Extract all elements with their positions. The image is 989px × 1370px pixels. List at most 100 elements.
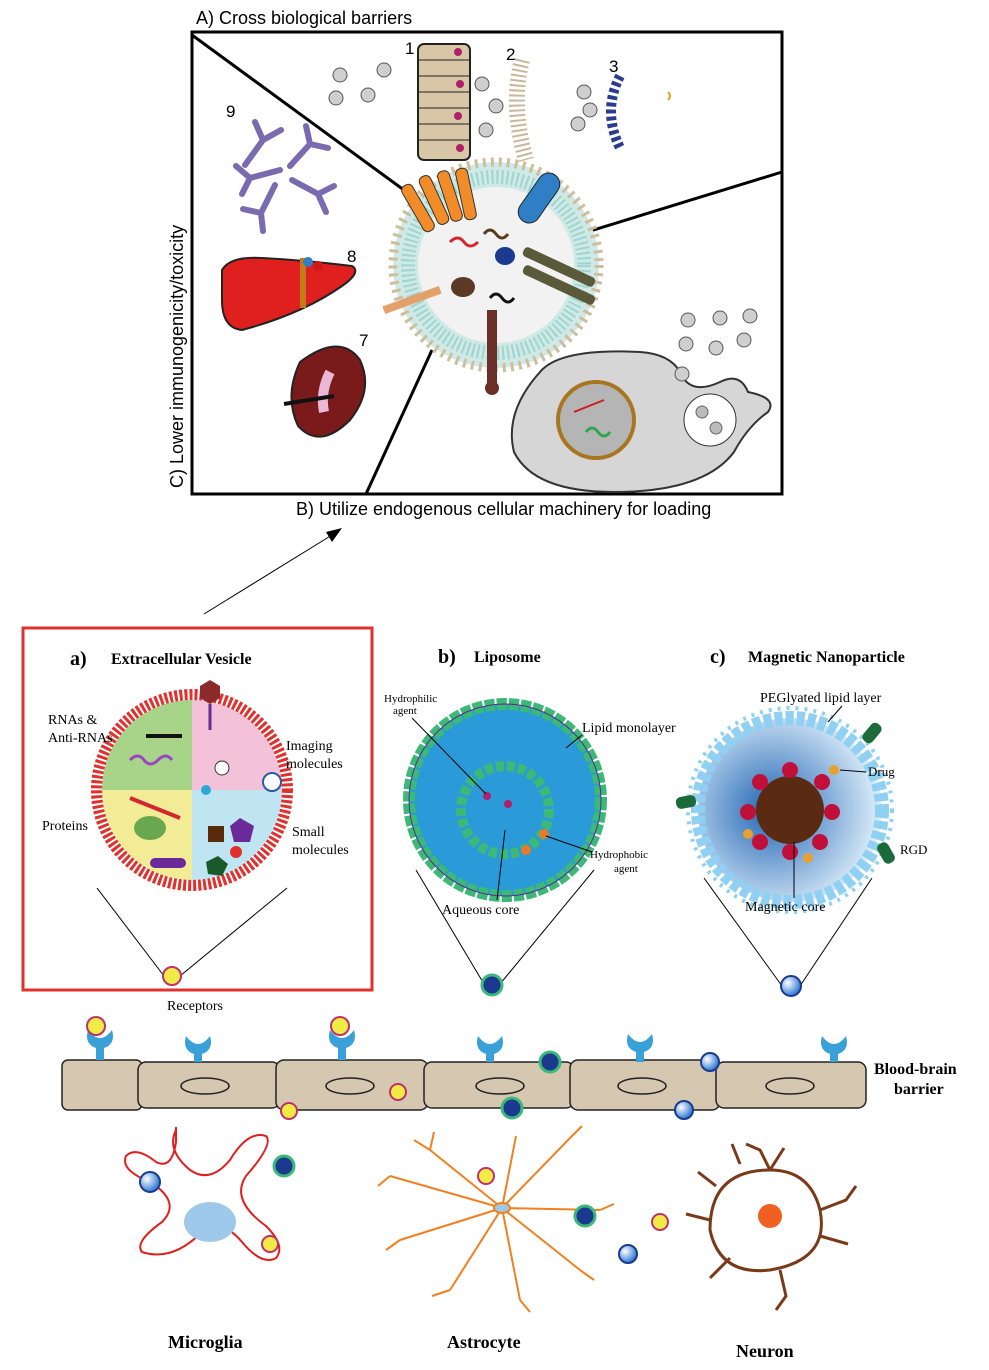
astrocyte-cell	[377, 1125, 615, 1313]
bbb-ev-particles	[86, 1016, 407, 1120]
rna-cargo-black	[488, 292, 516, 304]
ev-small-molecule-purple	[230, 818, 254, 842]
ev-particle-small	[162, 966, 182, 986]
ev-illustration	[91, 680, 293, 891]
zoom-line-c-right	[799, 877, 873, 987]
bbb-liposome-particle-2	[500, 1096, 524, 1120]
antibodies	[233, 119, 337, 234]
zoom-line-a-right	[179, 887, 288, 977]
bbb-receptors	[87, 1030, 847, 1062]
liposome-hydrophilic-cargo	[483, 792, 512, 808]
label-proteins: Proteins	[42, 819, 88, 834]
ev-protein-green	[134, 816, 166, 840]
zoom-line-a-left	[96, 887, 165, 977]
ev-surface-ligand	[200, 680, 220, 704]
label-magnetic-core: Magnetic core	[745, 900, 825, 915]
number-3: 3	[609, 57, 618, 76]
label-rgd: RGD	[900, 842, 927, 857]
label-drug: Drug	[868, 764, 895, 779]
membrane-ligand	[382, 285, 442, 315]
astrocyte-nearby-liposome	[573, 1204, 597, 1228]
label-cross-barriers: A) Cross biological barriers	[196, 8, 412, 28]
bbb-liposome-particle-1	[538, 1050, 562, 1074]
ev-small-molecule-brown	[208, 826, 224, 842]
label-receptors: Receptors	[167, 999, 223, 1014]
number-9: 9	[226, 102, 235, 121]
astrocyte-nearby-ev	[477, 1167, 495, 1185]
membrane-protein-blue	[517, 172, 561, 224]
label-bbb-1: Blood-brain	[874, 1061, 957, 1078]
epithelial-layer	[417, 43, 471, 161]
microglia-nearby-liposome	[272, 1154, 296, 1178]
bbb-mnp-particle-2	[674, 1100, 694, 1120]
ev-imaging-bead	[214, 760, 230, 776]
rna-cargo-brown	[482, 228, 510, 240]
membrane-protein-orange-3	[437, 170, 463, 222]
small-cargo-orange	[667, 91, 671, 101]
liver-icon	[221, 256, 357, 332]
panel-mnp: c) Magnetic Nanoparticle PEGlyated lipid…	[675, 646, 927, 997]
panel-c-letter: c)	[710, 646, 726, 668]
rgd-ligand-1	[862, 722, 882, 744]
zoom-line-b-right	[499, 869, 595, 985]
label-neuron: Neuron	[736, 1341, 794, 1361]
label-lower-immunogenicity: C) Lower immunogenicity/toxicity	[167, 225, 187, 488]
label-hydrophilic-1: Hydrophilic	[384, 693, 437, 705]
label-aqueous-core: Aqueous core	[442, 903, 519, 918]
panel-a-title: Extracellular Vesicle	[111, 651, 252, 668]
blood-brain-barrier: Blood-brain barrier	[61, 1016, 957, 1120]
microglia-cell	[124, 1126, 281, 1261]
neuron-nucleus	[758, 1204, 782, 1228]
lipid-monolayer-top	[606, 73, 625, 151]
membrane-protein-orange-1	[401, 183, 435, 233]
central-vesicle	[382, 157, 604, 395]
microglia-nearby-mnp	[139, 1171, 161, 1193]
panel-ev: a) Extracellular Vesicle RNAs & Anti-RNA…	[21, 626, 374, 1014]
panel-ev-highlight-frame	[21, 626, 374, 992]
panel-b-letter: b)	[438, 646, 456, 668]
divider-line-b	[573, 170, 783, 238]
top-panel: A) Cross biological barriers B) Utilize …	[167, 8, 784, 519]
microglia-nearby-ev	[261, 1235, 279, 1253]
ev-rna-duplex	[146, 734, 182, 738]
lipid-bilayer	[508, 57, 534, 163]
label-lipid-monolayer: Lipid monolayer	[582, 721, 676, 736]
membrane-protein-olive-2	[522, 265, 596, 305]
divider-line-a	[191, 33, 409, 195]
divider-line-c	[364, 349, 434, 495]
ev-imaging-marker	[262, 772, 282, 792]
cell-nuclei	[180, 1077, 815, 1095]
label-microglia: Microglia	[168, 1332, 243, 1352]
ev-rna-strand	[128, 754, 174, 766]
arrow-to-top	[203, 528, 342, 615]
label-hydrophilic-2: agent	[393, 705, 417, 717]
panel-a-letter: a)	[70, 648, 87, 670]
mnp-magnetic-core	[756, 776, 824, 844]
liposome-inner-layer	[456, 761, 554, 859]
membrane-stalk-head	[485, 381, 499, 395]
protein-cargo-brown	[451, 277, 475, 297]
ev-particles-cell	[674, 308, 758, 382]
panel-liposome: b) Liposome Hydrophilic agent Lipid mono…	[384, 646, 676, 997]
label-bbb-2: barrier	[894, 1081, 944, 1098]
number-1: 1	[405, 39, 414, 58]
rgd-ligand-2	[675, 795, 697, 809]
ev-protein-purple	[150, 858, 186, 868]
membrane-protein-orange-4	[455, 167, 477, 221]
label-imaging-2: molecules	[286, 757, 343, 772]
label-small-2: molecules	[292, 843, 349, 858]
mnp-particle-small	[780, 975, 802, 997]
neuron-cell	[685, 1142, 858, 1311]
astrocyte-nearby-mnp	[618, 1244, 638, 1264]
label-endogenous-loading: B) Utilize endogenous cellular machinery…	[296, 499, 711, 519]
number-2: 2	[506, 45, 515, 64]
label-small-1: Small	[292, 825, 325, 840]
label-astrocyte: Astrocyte	[447, 1332, 521, 1352]
microglia-nucleus	[184, 1202, 236, 1242]
label-imaging-1: Imaging	[286, 739, 333, 754]
liposome-particle-small	[480, 973, 504, 997]
kidney-icon	[283, 345, 367, 438]
recipient-cell	[510, 350, 772, 494]
zoom-line-b-left	[415, 869, 485, 985]
